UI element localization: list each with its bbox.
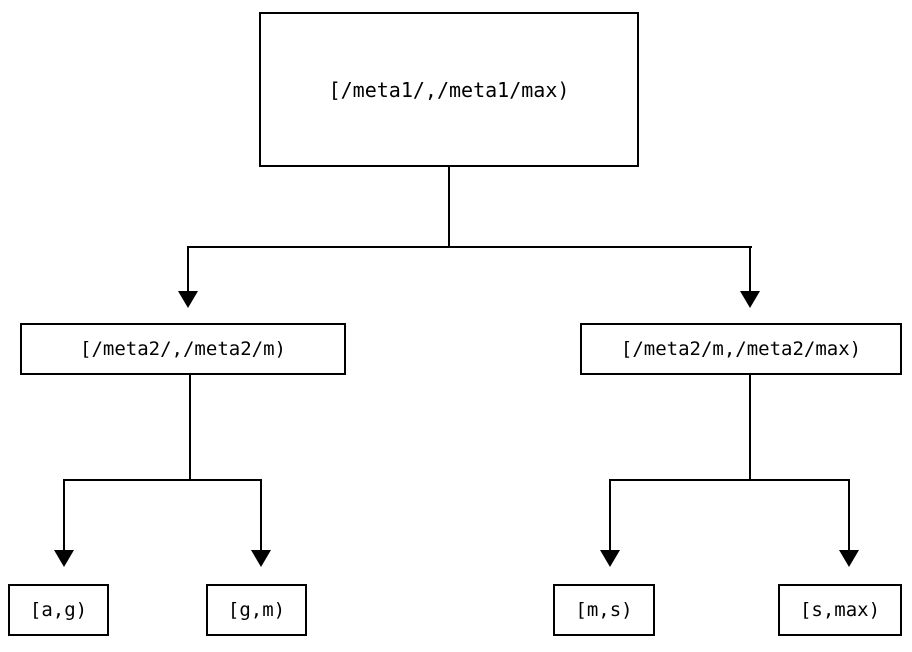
edge-root-to-mid-left-drop xyxy=(187,246,189,292)
edge-mid-right-bus xyxy=(609,479,850,481)
arrowhead-root-to-mid-right xyxy=(740,291,760,308)
node-leaf-m-s[interactable]: [m,s) xyxy=(553,584,655,636)
arrowhead-mid-left-to-leaf-a-g xyxy=(54,550,74,567)
arrowhead-root-to-mid-left xyxy=(178,291,198,308)
edge-mid-left-to-leaf-a-g-drop xyxy=(63,479,65,551)
edge-mid-left-stem xyxy=(189,375,191,481)
node-root-label: [/meta1/,/meta1/max) xyxy=(328,77,570,102)
node-leaf-g-m-label: [g,m) xyxy=(227,598,286,621)
edge-mid-left-bus xyxy=(63,479,262,481)
node-mid-right[interactable]: [/meta2/m,/meta2/max) xyxy=(580,323,902,375)
node-mid-left-label: [/meta2/,/meta2/m) xyxy=(80,337,286,360)
node-mid-left[interactable]: [/meta2/,/meta2/m) xyxy=(20,323,346,375)
node-mid-right-label: [/meta2/m,/meta2/max) xyxy=(620,337,862,360)
node-root[interactable]: [/meta1/,/meta1/max) xyxy=(259,12,639,167)
node-leaf-a-g[interactable]: [a,g) xyxy=(8,584,109,636)
node-leaf-g-m[interactable]: [g,m) xyxy=(206,584,307,636)
node-leaf-s-max[interactable]: [s,max) xyxy=(778,584,902,636)
edge-mid-right-to-leaf-m-s-drop xyxy=(609,479,611,551)
arrowhead-mid-right-to-leaf-m-s xyxy=(600,550,620,567)
node-leaf-a-g-label: [a,g) xyxy=(29,598,88,621)
edge-mid-right-to-leaf-s-max-drop xyxy=(848,479,850,551)
edge-mid-right-stem xyxy=(749,375,751,481)
edge-root-bus xyxy=(188,246,752,248)
arrowhead-mid-right-to-leaf-s-max xyxy=(839,550,859,567)
arrowhead-mid-left-to-leaf-g-m xyxy=(251,550,271,567)
node-leaf-s-max-label: [s,max) xyxy=(799,598,881,621)
edge-root-to-mid-right-drop xyxy=(749,246,751,292)
node-leaf-m-s-label: [m,s) xyxy=(575,598,633,621)
edge-mid-left-to-leaf-g-m-drop xyxy=(260,479,262,551)
edge-root-stem xyxy=(448,167,450,248)
